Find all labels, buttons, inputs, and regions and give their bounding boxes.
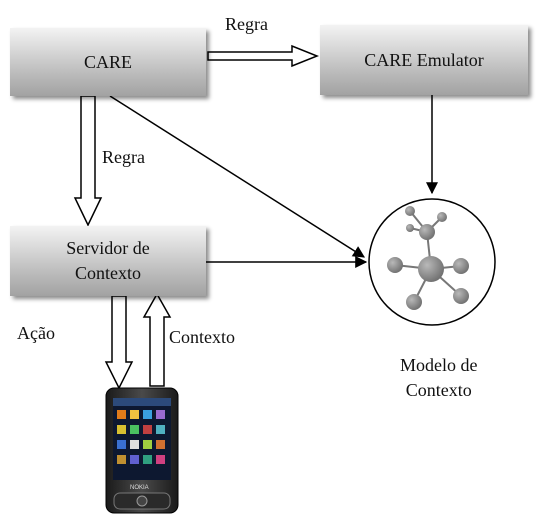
arrow-phone-to-servidor <box>142 292 172 387</box>
servidor-label-line1: Servidor de <box>66 238 150 258</box>
arrow-care-to-emulator <box>207 44 320 68</box>
care-emulator-label: CARE Emulator <box>364 49 484 70</box>
regra-top-label: Regra <box>225 14 268 34</box>
arrow-care-to-servidor <box>73 95 103 227</box>
mobile-phone-icon: NOKIA <box>105 387 179 514</box>
regra-side-label: Regra <box>102 147 145 167</box>
care-emulator-node: CARE Emulator <box>320 25 528 95</box>
arrow-care-to-model <box>109 95 366 258</box>
context-graph-icon <box>368 198 496 326</box>
modelo-label-line2: Contexto <box>405 380 472 400</box>
care-label: CARE <box>83 51 132 72</box>
modelo-label-line1: Modelo de <box>400 355 478 375</box>
arrow-servidor-to-phone <box>104 295 134 390</box>
svg-text:NOKIA: NOKIA <box>130 485 149 491</box>
modelo-de-contexto-label: Modelo de Contexto <box>400 353 477 403</box>
servidor-label-line2: Contexto <box>74 263 141 283</box>
servidor-de-contexto-node: Servidor de Contexto <box>10 226 206 296</box>
care-node: CARE <box>10 28 206 96</box>
contexto-label: Contexto <box>169 327 235 347</box>
acao-label: Ação <box>17 323 55 343</box>
